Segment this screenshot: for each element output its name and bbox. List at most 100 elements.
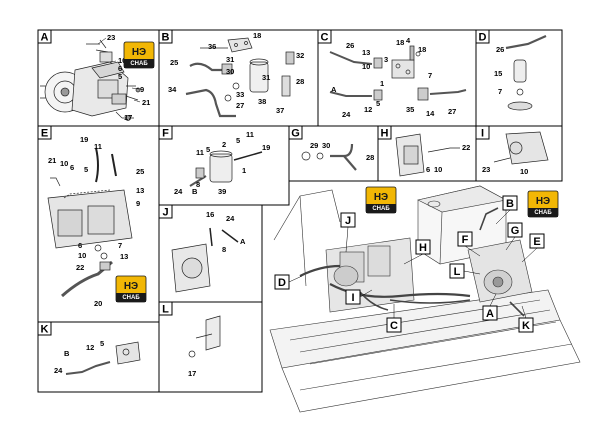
panel-i-drawing — [493, 131, 549, 165]
panel-letter-f: F — [158, 125, 173, 140]
callout-a-9: 9 — [140, 85, 144, 94]
callout-c-5: 5 — [376, 99, 380, 108]
svg-text:I: I — [481, 128, 484, 140]
callout-e-13b: 13 — [120, 252, 128, 261]
callout-b-31a: 31 — [226, 55, 234, 64]
callout-c-14: 14 — [426, 109, 435, 118]
callout-f-19: 19 — [262, 143, 270, 152]
callout-f-5b: 5 — [236, 136, 240, 145]
logo-mark-main-left: НЭ — [374, 192, 388, 203]
panel-e-drawing — [47, 147, 133, 298]
main-label-a: A — [482, 305, 498, 321]
callout-f-5a: 5 — [206, 145, 210, 154]
logo-text-a: СНАБ — [130, 61, 148, 67]
svg-text:D: D — [278, 277, 286, 289]
svg-text:G: G — [511, 225, 520, 237]
panel-letter-c: C — [317, 29, 332, 44]
panel-letter-k: K — [37, 321, 52, 336]
callout-e-10a: 10 — [60, 159, 68, 168]
logo-mark-a: НЭ — [132, 47, 146, 58]
main-label-h: H — [415, 239, 431, 255]
panel-j-drawing — [171, 227, 239, 293]
logo-text-main-right: СНАБ — [534, 210, 552, 216]
callout-e-22: 22 — [76, 263, 84, 272]
svg-text:E: E — [41, 128, 48, 140]
callout-c-18a: 18 — [396, 38, 404, 47]
callout-a-23: 23 — [107, 33, 115, 42]
callout-g-28: 28 — [366, 153, 374, 162]
callout-c-1: 1 — [380, 79, 384, 88]
callout-k-12: 12 — [86, 343, 94, 352]
callout-e-13a: 13 — [136, 186, 144, 195]
callout-d-15: 15 — [494, 69, 502, 78]
svg-text:A: A — [486, 308, 494, 320]
svg-text:K: K — [522, 320, 530, 332]
callout-e-6b: 6 — [78, 241, 82, 250]
callout-l-17: 17 — [188, 369, 196, 378]
logo-text-e: СНАБ — [122, 295, 140, 301]
callout-c-a: A — [331, 85, 337, 94]
panel-b-drawing — [185, 37, 295, 118]
panel-letter-g: G — [288, 125, 303, 140]
callout-b-34: 34 — [168, 85, 177, 94]
callout-k-5: 5 — [100, 339, 104, 348]
callout-b-27: 27 — [236, 101, 244, 110]
svg-text:J: J — [162, 207, 168, 219]
main-machine-view — [269, 185, 581, 413]
callout-c-12: 12 — [364, 105, 372, 114]
callout-e-9: 9 — [136, 199, 140, 208]
svg-text:C: C — [321, 32, 329, 44]
callout-j-16: 16 — [206, 210, 214, 219]
callout-j-a: A — [240, 237, 246, 246]
panel-letter-h: H — [377, 125, 392, 140]
callout-c-27: 27 — [448, 107, 456, 116]
panel-h-drawing — [395, 133, 460, 177]
callout-g-30: 30 — [322, 141, 330, 150]
panel-g-drawing — [301, 143, 357, 171]
callout-a-17: 17 — [124, 113, 132, 122]
panel-letter-e: E — [37, 125, 52, 140]
logo-mark-e: НЭ — [124, 281, 138, 292]
callout-c-26: 26 — [346, 41, 354, 50]
svg-text:I: I — [351, 292, 354, 304]
callout-g-29: 29 — [310, 141, 318, 150]
callout-f-11a: 11 — [196, 148, 204, 157]
panel-letter-a: A — [37, 29, 52, 44]
svg-text:F: F — [162, 128, 169, 140]
callout-b-33: 33 — [236, 90, 244, 99]
svg-text:C: C — [390, 320, 398, 332]
callout-e-10b: 10 — [78, 251, 86, 260]
panel-letter-l: L — [158, 301, 173, 316]
svg-text:L: L — [162, 304, 169, 316]
callout-d-7: 7 — [498, 87, 502, 96]
svg-text:B: B — [162, 32, 170, 44]
panel-k-drawing — [65, 341, 141, 375]
svg-text:K: K — [41, 324, 49, 336]
callout-c-24: 24 — [342, 110, 351, 119]
callout-j-24: 24 — [226, 214, 235, 223]
callout-a-5: 5 — [118, 72, 122, 81]
main-label-d: D — [274, 274, 290, 290]
svg-text:D: D — [479, 32, 487, 44]
main-label-j: J — [340, 212, 356, 228]
svg-text:J: J — [345, 215, 351, 227]
panel-f-drawing — [189, 150, 263, 187]
callout-k-b: B — [64, 349, 70, 358]
callout-c-3: 3 — [384, 55, 388, 64]
main-label-f: F — [457, 231, 473, 247]
panel-k-frame — [37, 321, 160, 393]
callout-b-18: 18 — [253, 31, 261, 40]
panel-i-frame — [475, 125, 563, 182]
callout-f-2: 2 — [222, 140, 226, 149]
svg-text:G: G — [291, 128, 300, 140]
callout-i-10: 10 — [520, 167, 528, 176]
callout-e-6a: 6 — [70, 163, 74, 172]
svg-text:E: E — [533, 236, 540, 248]
callout-b-31b: 31 — [262, 73, 270, 82]
callout-i-23: 23 — [482, 165, 490, 174]
panel-letter-i: I — [475, 125, 490, 140]
panel-a-drawing — [40, 39, 141, 121]
callout-a-10: 10 — [118, 56, 126, 65]
main-label-g: G — [507, 222, 523, 238]
